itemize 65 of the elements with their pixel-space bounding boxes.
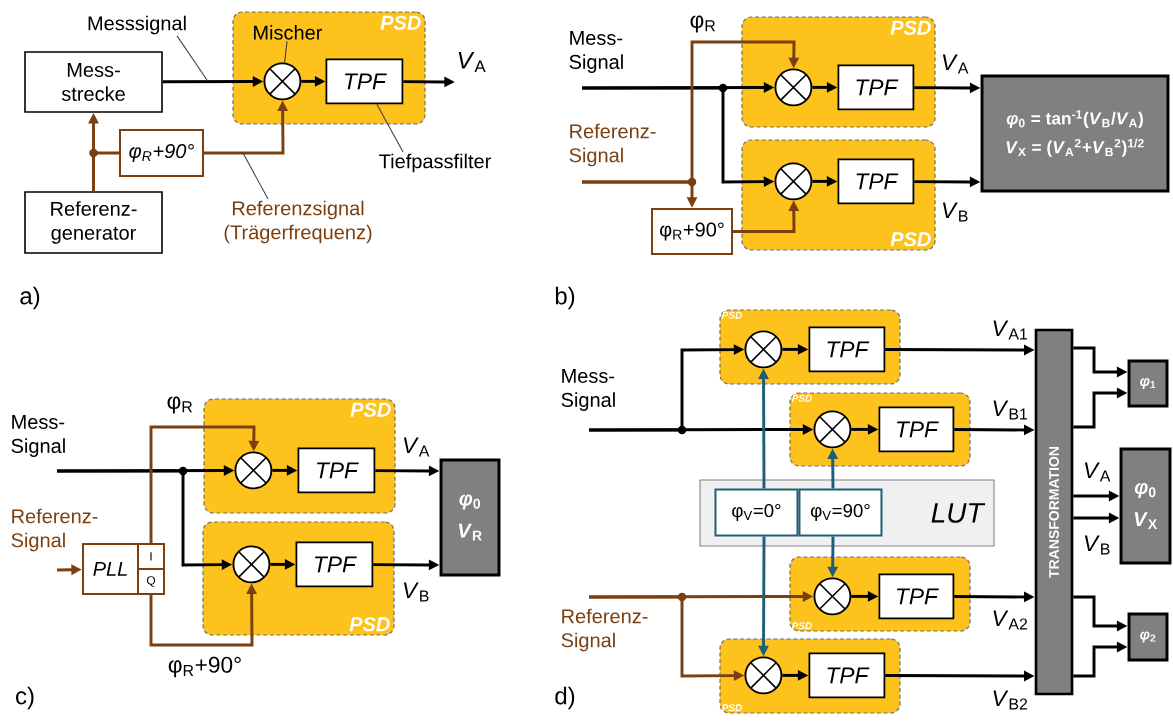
edge-label: V$_{A}$ <box>400 436 432 458</box>
signal-label: Referenz- Signal <box>561 608 648 652</box>
edge-label: V$_{B}$ <box>1081 534 1113 556</box>
block-box: φ$_{R}$+90° <box>651 208 733 255</box>
mixer-symbol <box>263 62 302 101</box>
edge-label: φ$_{R}$+90° <box>166 655 244 679</box>
callout-label: Referenzsignal (Trägerfrequenz) <box>224 200 372 244</box>
edge-label: φ$_{R}$ <box>165 395 195 415</box>
result-box: φ$_{0}$ V$_{R}$ <box>439 458 501 577</box>
signal-label: Referenz- Signal <box>569 123 656 167</box>
signal-line <box>92 151 119 192</box>
filter-box: TPF <box>837 64 915 111</box>
filter-box: TPF <box>878 406 955 453</box>
arrow <box>149 425 260 543</box>
callout-label: Tiefpassfilter <box>379 153 491 173</box>
edge-label: V$_{B1}$ <box>990 399 1030 421</box>
filter-box: TPF <box>808 326 886 373</box>
mixer-symbol <box>774 68 813 107</box>
signal-label: Mess- Signal <box>561 369 615 411</box>
phase-value-box: φ$_{V}$=0° <box>714 488 799 537</box>
mixer-symbol <box>744 330 783 369</box>
callout-label: Messsignal <box>88 15 186 35</box>
signal-label: Mess- Signal <box>11 415 65 457</box>
panel-label: d) <box>555 686 575 710</box>
filter-box: TPF <box>325 58 404 105</box>
block-box: φ$_{R}$+90° <box>119 129 204 177</box>
panel-label: b) <box>555 286 575 310</box>
edge-label: V$_{B}$ <box>939 201 971 223</box>
leader-line <box>176 35 208 81</box>
panel-label: a) <box>20 286 40 310</box>
result-box: φ$_{0}$ = tan$^{-1}$(V$_{B}$/V$_{A}$) V$_{X}$ = (V$_{A}$$^{2}$+V$_{B}$$^{2}$)$^{1/2}$ <box>980 74 1170 193</box>
block-box: I <box>137 543 165 570</box>
phase-value-box: φ$_{V}$=90° <box>798 488 883 537</box>
mixer-symbol <box>813 410 852 449</box>
signal-label: V$_{A}$ <box>458 51 486 73</box>
result-box: φ$_{1}$ <box>1127 359 1169 408</box>
panel-label: c) <box>16 686 34 710</box>
leader-line <box>284 40 288 64</box>
mixer-symbol <box>234 451 273 490</box>
edge-label: V$_{A}$ <box>939 53 971 75</box>
filter-box: TPF <box>297 447 376 494</box>
process-box: Referenz- generator <box>24 191 163 254</box>
filter-box: TPF <box>808 652 886 699</box>
mixer-symbol <box>744 656 783 695</box>
filter-box: TPF <box>878 573 955 620</box>
edge-label: V$_{A2}$ <box>990 609 1030 631</box>
leader-line <box>242 152 269 200</box>
callout-label: Mischer <box>254 25 323 40</box>
edge-label: V$_{A1}$ <box>990 319 1030 341</box>
edge-label: V$_{A}$ <box>1081 461 1113 483</box>
edge-label: V$_{B}$ <box>400 581 432 603</box>
filter-box: TPF <box>295 541 374 588</box>
edge-label: V$_{B2}$ <box>990 689 1030 711</box>
filter-box: TPF <box>837 158 915 205</box>
mixer-symbol <box>813 577 852 616</box>
transformation-bar: TRANSFORMATION <box>1034 328 1074 696</box>
mixer-symbol <box>232 545 271 584</box>
result-box: φ$_{0}$ V$_{X}$ <box>1119 447 1172 565</box>
edge-label: φ$_{R}$ <box>688 14 718 34</box>
result-box: φ$_{2}$ <box>1127 612 1169 662</box>
process-box: Mess- strecke <box>24 51 163 113</box>
mixer-symbol <box>774 162 813 201</box>
block-box: Q <box>137 568 165 595</box>
leader-line <box>376 103 404 153</box>
signal-label: Mess- Signal <box>569 31 623 73</box>
